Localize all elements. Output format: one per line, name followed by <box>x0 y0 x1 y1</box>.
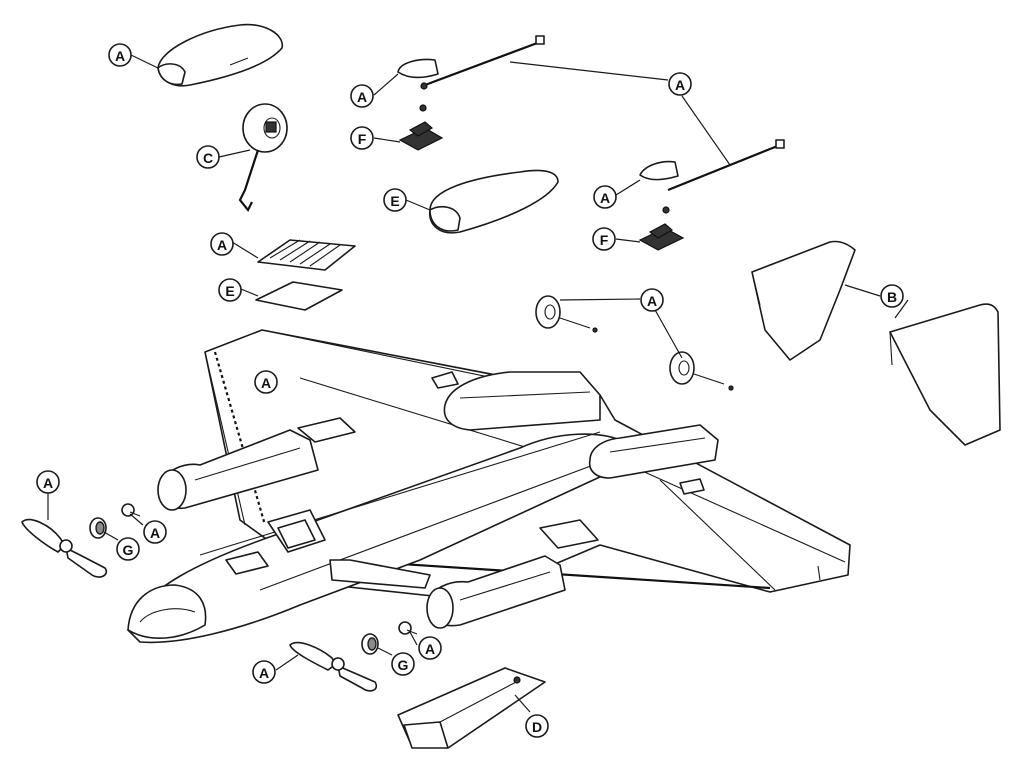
callout-g-g2: G <box>391 652 415 676</box>
callout-a-a10: A <box>418 636 442 660</box>
callout-circle <box>108 43 132 67</box>
callout-a-a3: A <box>668 72 692 96</box>
callout-letter: A <box>150 525 160 541</box>
callout-letter: B <box>887 289 897 305</box>
callout-letter: D <box>532 719 542 735</box>
battery-hatch-part <box>397 667 546 749</box>
callout-a-a2: A <box>350 84 374 108</box>
callout-letter: A <box>357 89 367 105</box>
callouts: A A A A A A A A A A A B C D E E F F G G <box>36 43 904 738</box>
propeller-bottom <box>289 641 378 692</box>
callout-letter: A <box>647 293 657 309</box>
nose-cowl-part <box>157 23 283 87</box>
spinner-left <box>89 517 107 539</box>
callout-circle <box>254 370 278 394</box>
leader-lines <box>47 54 909 713</box>
decal-sheet <box>255 281 343 311</box>
callout-letter: G <box>398 657 409 673</box>
wheel-gear-part <box>238 103 288 213</box>
nacelle-cover-center <box>429 169 559 234</box>
callout-circle <box>391 652 415 676</box>
callout-letter: A <box>43 475 53 491</box>
servo-cover-upper <box>397 58 439 79</box>
callout-letter: C <box>203 150 213 166</box>
callout-circle <box>218 278 242 302</box>
callout-a-a6: A <box>640 288 664 312</box>
callout-circle <box>640 288 664 312</box>
propeller-left <box>21 518 108 578</box>
callout-circle <box>252 660 276 684</box>
callout-circle <box>383 188 407 212</box>
callout-letter: A <box>115 48 125 64</box>
callout-f-f1: F <box>350 126 374 150</box>
pushrod-upper <box>419 35 545 112</box>
callout-f-f2: F <box>592 227 616 251</box>
callout-c-c1: C <box>196 145 220 169</box>
spinner-bottom <box>361 633 379 655</box>
servo-upper <box>398 121 444 151</box>
callout-circle <box>143 520 167 544</box>
wheel-right-small <box>669 351 734 391</box>
callout-e-e2: E <box>218 278 242 302</box>
callout-circle <box>592 227 616 251</box>
callout-letter: E <box>390 193 399 209</box>
callout-letter: A <box>600 190 610 206</box>
prop-adapter-bottom <box>398 621 418 635</box>
callout-circle <box>668 72 692 96</box>
servo-right <box>638 223 685 251</box>
callout-g-g1: G <box>116 537 140 561</box>
callout-d-d1: D <box>525 714 549 738</box>
callout-circle <box>525 714 549 738</box>
callout-a-a4: A <box>593 185 617 209</box>
callout-b-b1: B <box>880 284 904 308</box>
callout-a-a1: A <box>108 43 132 67</box>
callout-a-a5: A <box>210 232 234 256</box>
callout-circle <box>350 84 374 108</box>
pushrod-right <box>662 139 785 214</box>
callout-e-e1: E <box>383 188 407 212</box>
servo-cover-right <box>639 160 679 181</box>
callout-circle <box>116 537 140 561</box>
callout-circle <box>880 284 904 308</box>
callout-a-a9: A <box>143 520 167 544</box>
main-airframe <box>127 329 851 644</box>
callout-letter: A <box>425 641 435 657</box>
wheel-left-small <box>535 295 598 333</box>
callout-letter: F <box>600 232 609 248</box>
callout-circle <box>196 145 220 169</box>
callout-a-a11: A <box>252 660 276 684</box>
vertical-fin-left <box>751 240 856 361</box>
hatch-cover-grid <box>257 239 356 271</box>
callout-circle <box>593 185 617 209</box>
callout-a-a7: A <box>254 370 278 394</box>
callout-letter: A <box>259 665 269 681</box>
vertical-fin-right <box>889 303 1001 446</box>
callout-letter: G <box>123 542 134 558</box>
callout-letter: F <box>358 131 367 147</box>
callout-a-a8: A <box>36 470 60 494</box>
callout-circle <box>418 636 442 660</box>
callout-letter: E <box>225 283 234 299</box>
callout-letter: A <box>261 375 271 391</box>
callout-circle <box>210 232 234 256</box>
callout-letter: A <box>217 237 227 253</box>
callout-letter: A <box>675 77 685 93</box>
prop-adapter-left <box>121 503 141 517</box>
callout-circle <box>36 470 60 494</box>
callout-circle <box>350 126 374 150</box>
